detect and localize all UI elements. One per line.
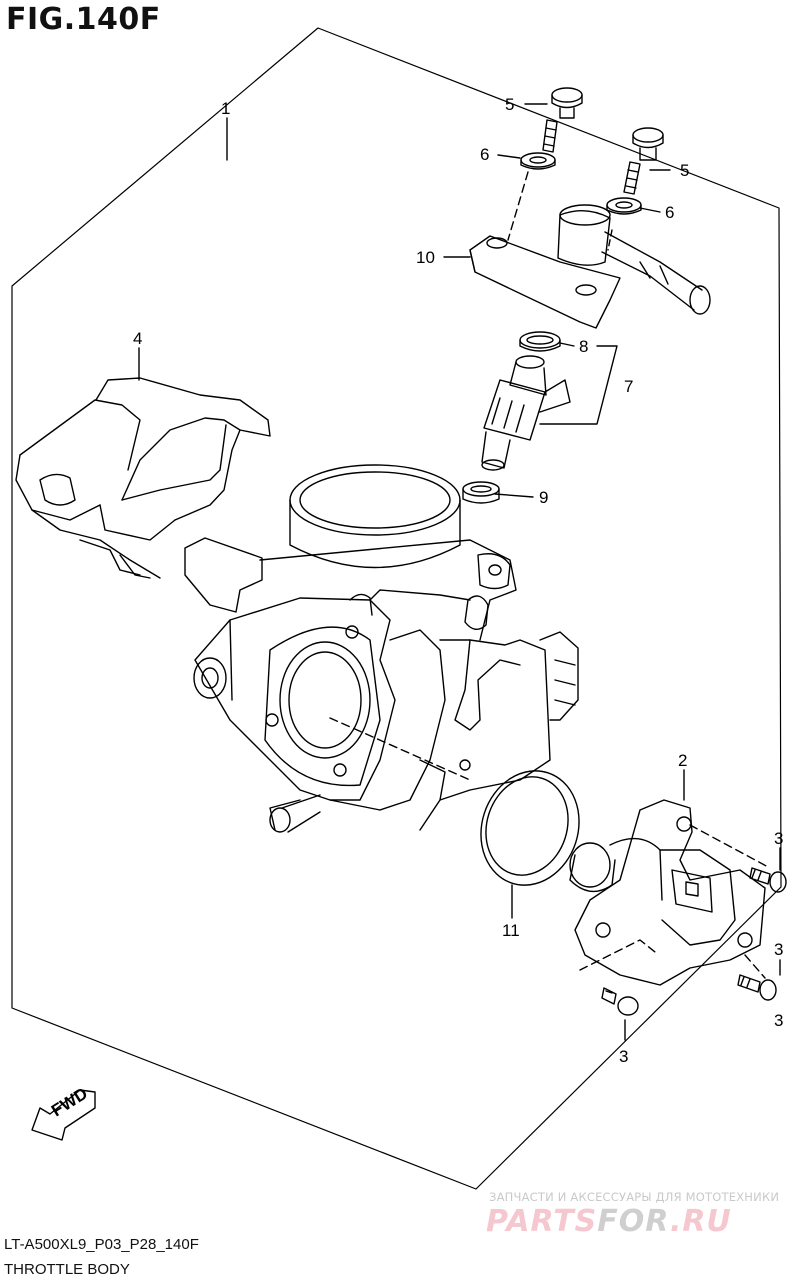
sensor-2 (569, 799, 766, 986)
figure-title: FIG.140F (6, 2, 161, 37)
callout-8: 8 (579, 337, 588, 356)
callout-6-a: 6 (480, 145, 489, 164)
callout-2: 2 (678, 751, 687, 770)
leader-6b (639, 207, 661, 213)
callout-6-b: 6 (665, 203, 674, 222)
fuel-injector-7 (481, 355, 571, 471)
callout-5-b: 5 (680, 161, 689, 180)
leader-8 (559, 342, 575, 347)
fwd-arrow-icon (31, 1089, 96, 1141)
watermark-logo-part-c: .RU (669, 1204, 732, 1239)
leader-9 (494, 493, 534, 498)
callout-10: 10 (416, 248, 435, 267)
screw-3-c (601, 987, 639, 1016)
dash-line-10b (607, 229, 613, 251)
figure-name: THROTTLE BODY (4, 1261, 130, 1278)
callout-3-c: 3 (774, 1011, 783, 1030)
watermark-logo-part-a: PARTS (486, 1204, 598, 1239)
callout-1: 1 (221, 99, 230, 118)
o-ring-8 (519, 331, 561, 352)
dash-line-11 (329, 717, 471, 781)
callout-5-a: 5 (505, 95, 514, 114)
callout-3-a: 3 (774, 829, 783, 848)
dash-line-2b (744, 954, 766, 979)
dash-line-10 (507, 171, 529, 241)
screw-5-right (623, 127, 664, 195)
figure-code: LT-A500XL9_P03_P28_140F (4, 1236, 199, 1253)
callout-4: 4 (133, 329, 142, 348)
o-ring-11 (480, 770, 580, 886)
screw-5-top (542, 87, 583, 153)
leader-6a (497, 154, 521, 159)
screw-3-a (749, 867, 787, 893)
callout-7: 7 (624, 377, 633, 396)
watermark-tagline: ЗАПЧАСТИ И АКСЕССУАРЫ ДЛЯ МОТОТЕХНИКИ (489, 1190, 780, 1204)
throttle-body-main (184, 464, 579, 833)
callout-11: 11 (502, 921, 520, 940)
dash-line-2a (689, 824, 771, 869)
washer-6-right (606, 197, 642, 215)
screw-3-b (737, 974, 777, 1001)
watermark-logo-part-b: FOR (597, 1204, 670, 1239)
dash-line-sensor (579, 939, 656, 971)
fuel-delivery-pipe-10 (469, 204, 711, 329)
leader-7 (539, 345, 618, 425)
seal-9 (462, 481, 500, 504)
assembly-outline (11, 27, 782, 1190)
throttle-cover-4 (15, 377, 271, 579)
callout-3-d: 3 (619, 1047, 628, 1066)
washer-6-top (520, 152, 556, 170)
callout-3-b: 3 (774, 940, 783, 959)
watermark-logo: PARTSFOR.RU (486, 1204, 732, 1239)
callout-9: 9 (539, 488, 548, 507)
